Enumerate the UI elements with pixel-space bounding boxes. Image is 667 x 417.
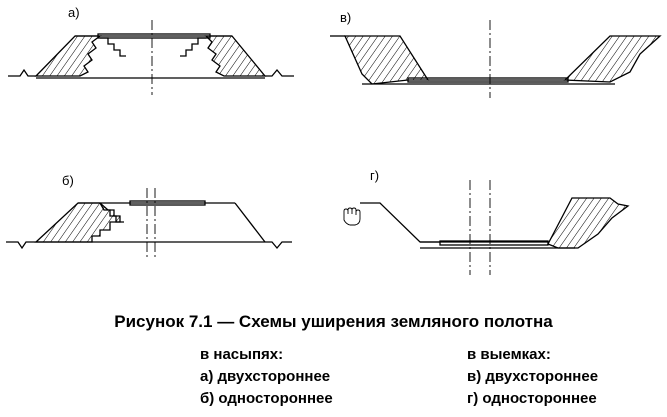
panel-a-letter: а) [68,5,80,20]
legend-cuttings: в выемках: в) двухстороннее г) односторо… [467,344,598,410]
figure-caption: Рисунок 7.1 — Схемы уширения земляного п… [114,312,553,331]
hand-cursor-icon [343,207,361,226]
legend-item-a: а) двухстороннее [200,368,331,385]
panel-v-letter: в) [340,10,351,25]
panel-g-diagram [360,180,630,275]
panel-b-letter: б) [62,173,74,188]
legend-item-b: б) одностороннее [200,390,333,407]
figure-drawing: а) в) б) г) [6,5,662,275]
legend-cuttings-heading: в выемках: [467,346,551,363]
panel-a-diagram [8,20,294,95]
legend-embankments: в насыпях: а) двухстороннее б) односторо… [200,344,333,410]
legend-item-v: в) двухстороннее [467,368,599,385]
legend-embankments-heading: в насыпях: [200,346,284,363]
panel-v-diagram [330,20,662,98]
legend-item-g: г) одностороннее [467,390,597,407]
panel-b-diagram [6,188,292,258]
panel-g-letter: г) [370,168,379,183]
